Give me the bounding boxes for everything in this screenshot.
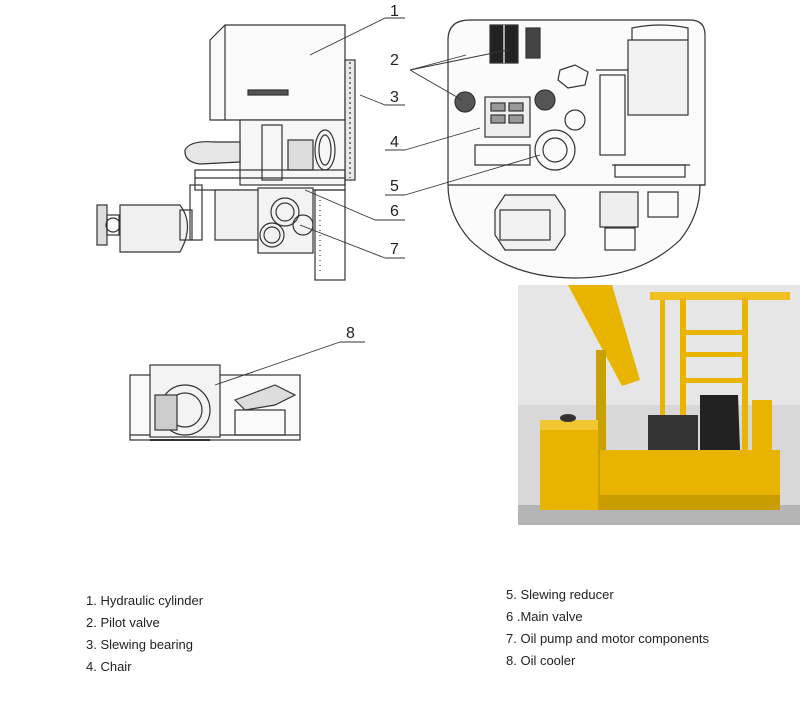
legend-item: 7. Oil pump and motor components — [506, 631, 710, 646]
legend-right: 5. Slewing reducer 6 .Main valve 7. Oil … — [506, 584, 709, 672]
legend-item: 2. Pilot valve — [86, 615, 160, 630]
callout-5: 5 — [390, 178, 399, 195]
callout-3: 3 — [390, 89, 399, 106]
legend-item: 3. Slewing bearing — [86, 637, 193, 652]
callout-2: 2 — [390, 52, 399, 69]
legend-item: 8. Oil cooler — [506, 653, 576, 668]
callout-7: 7 — [390, 241, 399, 258]
legend-item: 1. Hydraulic cylinder — [86, 593, 204, 608]
excavator-photo — [518, 285, 800, 525]
leader-lines — [214, 17, 541, 386]
legend-item: 4. Chair — [86, 659, 132, 674]
legend-left: 1. Hydraulic cylinder 2. Pilot valve 3. … — [86, 590, 203, 678]
legend-item: 5. Slewing reducer — [506, 587, 614, 602]
legend-item: 6 .Main valve — [506, 609, 583, 624]
oil-cooler-view-drawing — [129, 364, 301, 441]
side-view-drawing — [96, 24, 356, 281]
callout-4: 4 — [390, 134, 399, 151]
callout-6: 6 — [390, 203, 399, 220]
callout-8: 8 — [346, 325, 355, 342]
top-view-drawing — [447, 19, 706, 279]
callout-1: 1 — [390, 3, 399, 20]
